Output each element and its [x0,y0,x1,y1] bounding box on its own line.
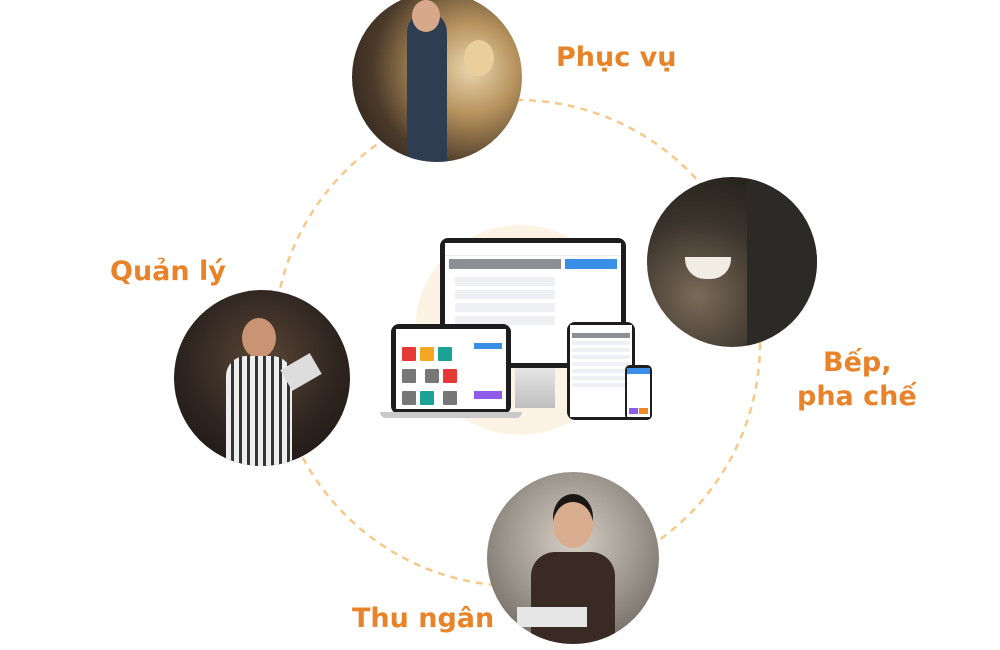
role-label-cashier: Thu ngân [352,603,495,634]
photo-manager [174,290,350,466]
role-label-manager: Quản lý [110,256,226,287]
role-label-kitchen-line2: pha chế [797,381,917,412]
photo-barista [647,177,817,347]
photo-serving-staff [352,0,522,162]
laptop-base [380,412,522,418]
tablet [567,322,635,420]
photo-cashier [487,472,659,644]
laptop [391,324,511,414]
role-label-kitchen-line1: Bếp, [823,347,892,378]
monitor-stand [515,368,555,408]
phone [625,365,652,420]
role-label-serve: Phục vụ [556,42,677,73]
